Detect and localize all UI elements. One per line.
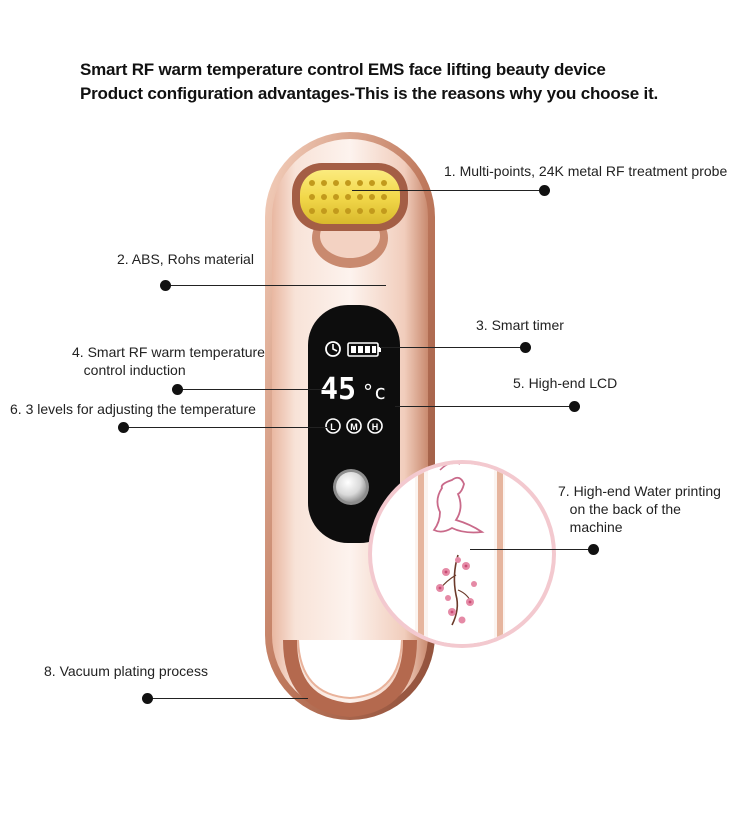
power-button [333, 469, 369, 505]
callout-line-1 [352, 190, 544, 191]
callout-dot-3 [520, 342, 531, 353]
callout-line-4 [178, 389, 330, 390]
callout-line-7 [470, 549, 594, 550]
callout-line-6 [124, 427, 330, 428]
callout-line-3 [380, 347, 526, 348]
callout-dot-4 [172, 384, 183, 395]
level-icons: L M H [325, 418, 383, 434]
feature-label-4: 4. Smart RF warm temperature control ind… [72, 344, 265, 378]
feature-label-5: 5. High-end LCD [513, 375, 618, 391]
feature-label-2: 2. ABS, Rohs material [117, 251, 254, 267]
svg-text:M: M [350, 422, 358, 432]
device-bottom-loop [283, 639, 417, 718]
callout-dot-5 [569, 401, 580, 412]
lcd-screen [308, 305, 400, 543]
feature-label-8: 8. Vacuum plating process [44, 663, 208, 679]
callout-line-5 [395, 406, 575, 407]
callout-dot-2 [160, 280, 171, 291]
water-printing-magnifier [368, 460, 556, 648]
callout-dot-8 [142, 693, 153, 704]
clock-icon [325, 341, 341, 357]
callout-dot-1 [539, 185, 550, 196]
callout-dot-6 [118, 422, 129, 433]
battery-icon [347, 342, 381, 357]
feature-label-3: 3. Smart timer [476, 317, 564, 333]
header-line-2: Product configuration advantages-This is… [80, 84, 659, 103]
svg-text:L: L [330, 422, 336, 432]
callout-line-2 [166, 285, 386, 286]
feature-label-7: 7. High-end Water printing on the back o… [558, 483, 721, 535]
callout-line-8 [148, 698, 308, 699]
feature-label-6: 6. 3 levels for adjusting the temperatur… [10, 401, 256, 417]
lcd-unit: °c [362, 380, 386, 404]
header-line-1: Smart RF warm temperature control EMS fa… [80, 60, 606, 79]
feature-label-1: 1. Multi-points, 24K metal RF treatment … [444, 163, 728, 179]
callout-dot-7 [588, 544, 599, 555]
svg-text:H: H [372, 422, 379, 432]
